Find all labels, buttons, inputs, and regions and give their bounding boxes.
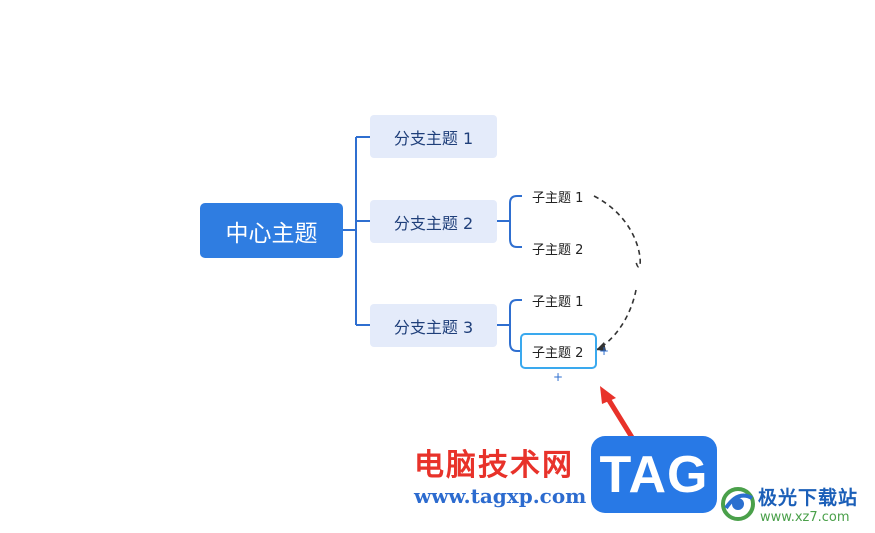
site-name: 极光下载站: [758, 487, 859, 509]
subtopic-3-2-selected[interactable]: 子主题 2: [520, 333, 597, 369]
site-url: www.xz7.com: [760, 510, 850, 525]
tag-logo: TAG: [591, 436, 717, 513]
subtopic-2-2[interactable]: 子主题 2: [532, 242, 584, 258]
central-topic[interactable]: 中心主题: [200, 203, 343, 258]
add-sibling-plus-icon[interactable]: +: [598, 344, 610, 358]
relationship-curve[interactable]: [593, 195, 641, 268]
branch-topic-3[interactable]: 分支主题 3: [370, 304, 497, 347]
subtopic-connectors-3: [497, 299, 522, 352]
watermark-url: www.tagxp.com: [414, 484, 587, 508]
watermark-cn-text: 电脑技术网: [414, 448, 574, 483]
subtopic-3-1[interactable]: 子主题 1: [532, 294, 584, 310]
subtopic-connectors-2: [497, 195, 522, 248]
branch-connectors: [343, 136, 370, 326]
branch-topic-2[interactable]: 分支主题 2: [370, 200, 497, 243]
subtopic-2-1[interactable]: 子主题 1: [532, 190, 584, 206]
jiguang-logo-icon: [721, 487, 755, 521]
add-child-plus-icon[interactable]: +: [552, 370, 564, 384]
branch-topic-1[interactable]: 分支主题 1: [370, 115, 497, 158]
